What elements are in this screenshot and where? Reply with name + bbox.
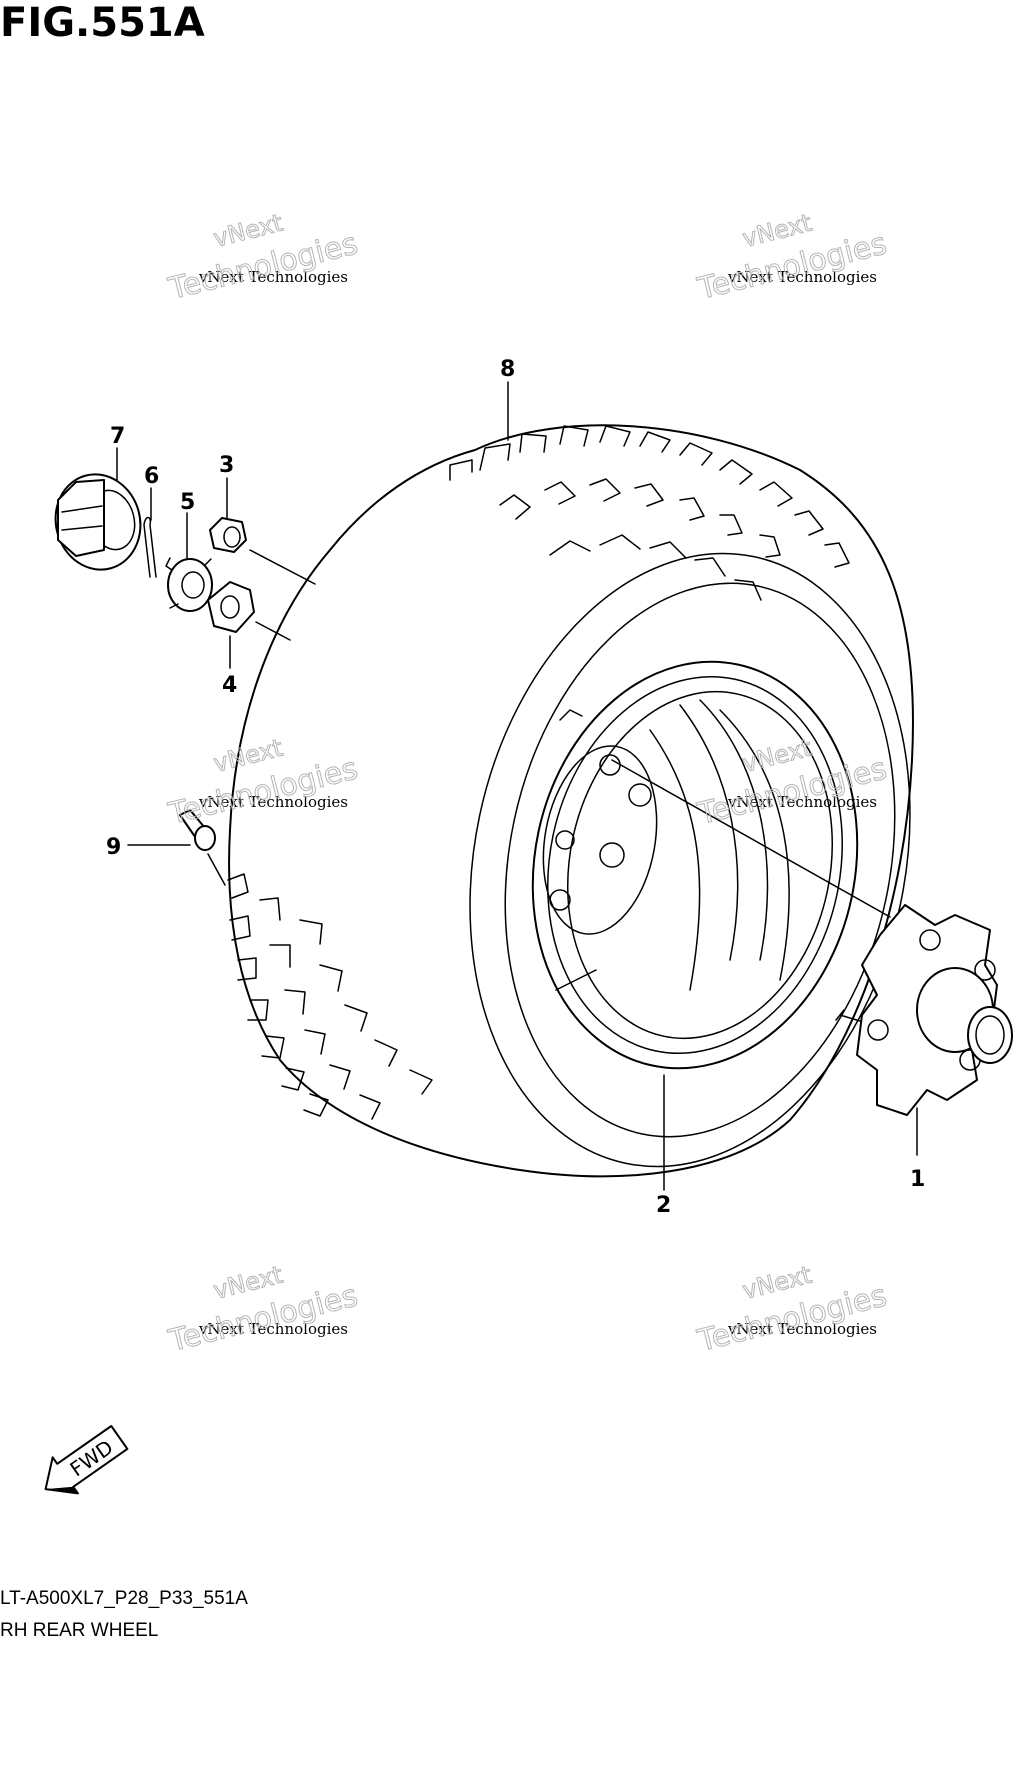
callout-3: 3 <box>219 453 234 478</box>
figure-title: FIG.551A <box>0 0 205 46</box>
callout-1: 1 <box>910 1167 925 1192</box>
watermark-bottom-left: vNext vNext Technologies Technologies <box>164 1260 361 1359</box>
callout-9: 9 <box>106 835 121 860</box>
svg-text:vNext Technologies: vNext Technologies <box>198 793 348 811</box>
callout-6: 6 <box>144 464 159 489</box>
callout-5: 5 <box>180 490 195 515</box>
watermark-top-right: vNext vNext Technologies Technologies <box>693 208 890 307</box>
hub-nut-cover <box>54 473 142 571</box>
forward-direction-arrow: FWD <box>44 1425 129 1495</box>
leader-lines <box>116 381 918 1191</box>
svg-text:vNext Technologies: vNext Technologies <box>727 268 877 286</box>
part-group-name: RH REAR WHEEL <box>0 1620 159 1641</box>
air-valve <box>179 809 216 851</box>
callout-2: 2 <box>656 1193 671 1218</box>
svg-text:vNext Technologies: vNext Technologies <box>198 1320 348 1338</box>
rim <box>531 660 859 1070</box>
cotter-pin <box>143 516 157 578</box>
callout-numbers: 1 2 3 4 5 6 7 8 9 <box>106 357 925 1218</box>
callout-8: 8 <box>500 357 515 382</box>
callout-7: 7 <box>110 424 125 449</box>
watermark-bottom-right: vNext vNext Technologies Technologies <box>693 1260 890 1359</box>
castle-nut <box>165 557 213 612</box>
model-code: LT-A500XL7_P28_P33_551A <box>0 1588 248 1609</box>
wheel-nut <box>209 517 247 553</box>
wheel-hub <box>835 904 1013 1116</box>
svg-text:vNext Technologies: vNext Technologies <box>727 793 877 811</box>
callout-4: 4 <box>222 673 237 698</box>
svg-text:vNext Technologies: vNext Technologies <box>727 1320 877 1338</box>
watermark-top-left: vNext vNext Technologies Technologies <box>164 208 361 307</box>
washer <box>207 581 255 633</box>
svg-text:vNext Technologies: vNext Technologies <box>198 268 348 286</box>
